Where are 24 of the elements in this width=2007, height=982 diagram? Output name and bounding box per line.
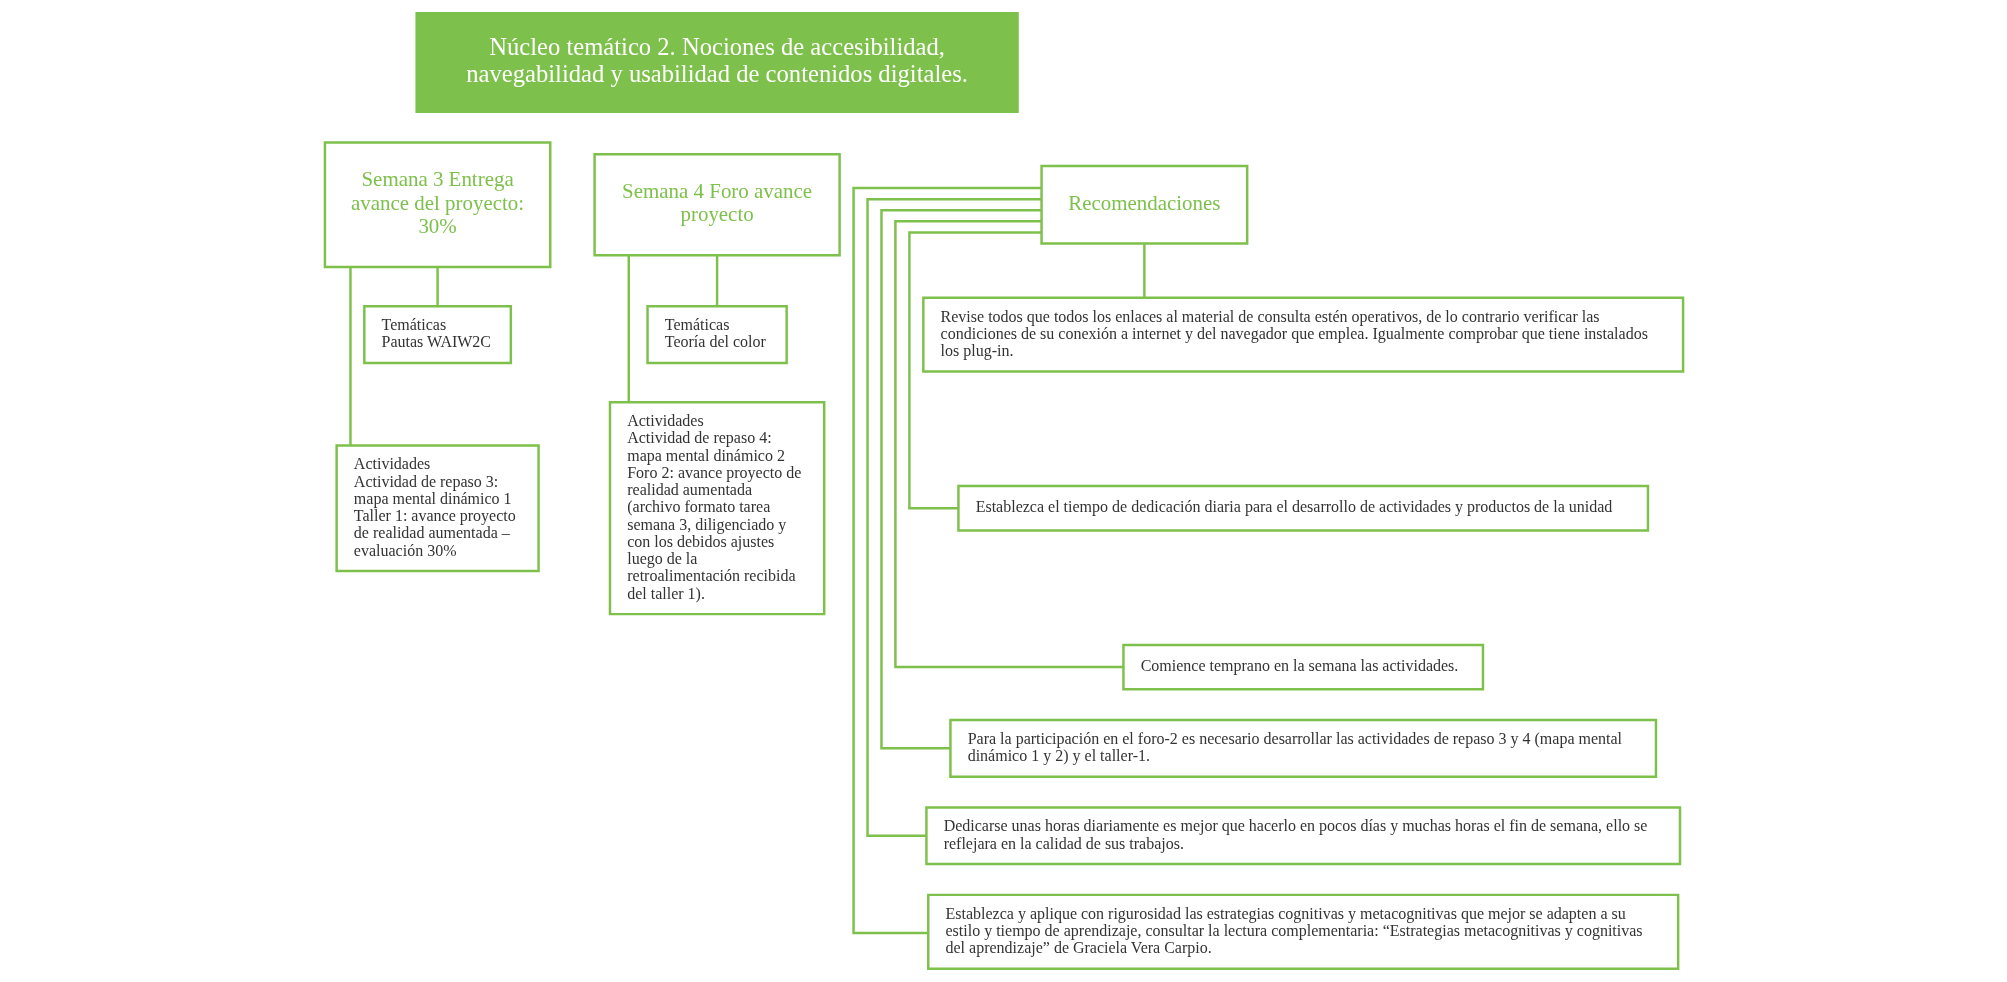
connector: [1142, 243, 1146, 298]
node-box: Para la participación en el foro-2 es necesario desarrollar las actividades de repaso 3 y 4 (mapa mental dinámico 1 y 2) y el taller-1.: [948, 718, 1657, 778]
node-box: Semana 3 Entrega avance del proyecto: 30%: [323, 141, 551, 269]
node-box: Establezca y aplique con rigurosidad las estrategias cognitivas y metacognitivas que mejor se adapten a su estilo y tiempo de aprendizaje, consultar la lectura complementaria: “Estrategias metacognitivas y cognitivas del aprendizaje” de Graciela Vera Carpio.: [926, 893, 1679, 970]
connector: [435, 267, 439, 307]
node-box: Dedicarse unas horas diariamente es mejor que hacerlo en pocos días y muchas horas el fin de semana, ello se reflejara en la calidad de sus trabajos.: [924, 806, 1681, 866]
node-box: Establezca el tiempo de dedicación diaria para el desarrollo de actividades y productos de la unidad: [956, 484, 1649, 532]
node-box: Semana 4 Foro avance proyecto: [592, 153, 841, 257]
connector: [907, 231, 1041, 510]
node-box: Recomendaciones: [1039, 164, 1248, 245]
connector: [627, 255, 630, 403]
node-box: Actividades Actividad de repaso 3: mapa mental dinámico 1 Taller 1: avance proyecto de realidad aumentada – evaluación 30%: [334, 444, 540, 573]
connector: [348, 267, 352, 446]
connector: [715, 255, 718, 307]
connector: [851, 186, 1041, 935]
connector: [879, 209, 1041, 750]
connector: [865, 197, 1041, 837]
node-box: Revise todos que todos los enlaces al material de consulta estén operativos, de lo contrario verificar las condiciones de su conexión a internet y del navegador que emplea. Igualmente comprobar que tiene instalados los plug-in.: [921, 296, 1684, 373]
node-box: Núcleo temático 2. Nociones de accesibilidad, navegabilidad y usabilidad de contenidos digitales.: [414, 12, 1019, 113]
node-box: Temáticas Teoría del color: [645, 305, 788, 365]
node-box: Actividades Actividad de repaso 4: mapa mental dinámico 2 Foro 2: avance proyecto de realidad aumentada (archivo formato tarea semana 3, diligenciado y con los debidos ajustes luego de la retroalimentación recibida del taller 1).: [608, 401, 825, 616]
connector: [893, 220, 1123, 669]
node-box: Temáticas Pautas WAIW2C: [362, 305, 512, 365]
node-box: Comience temprano en la semana las actividades.: [1121, 643, 1484, 691]
